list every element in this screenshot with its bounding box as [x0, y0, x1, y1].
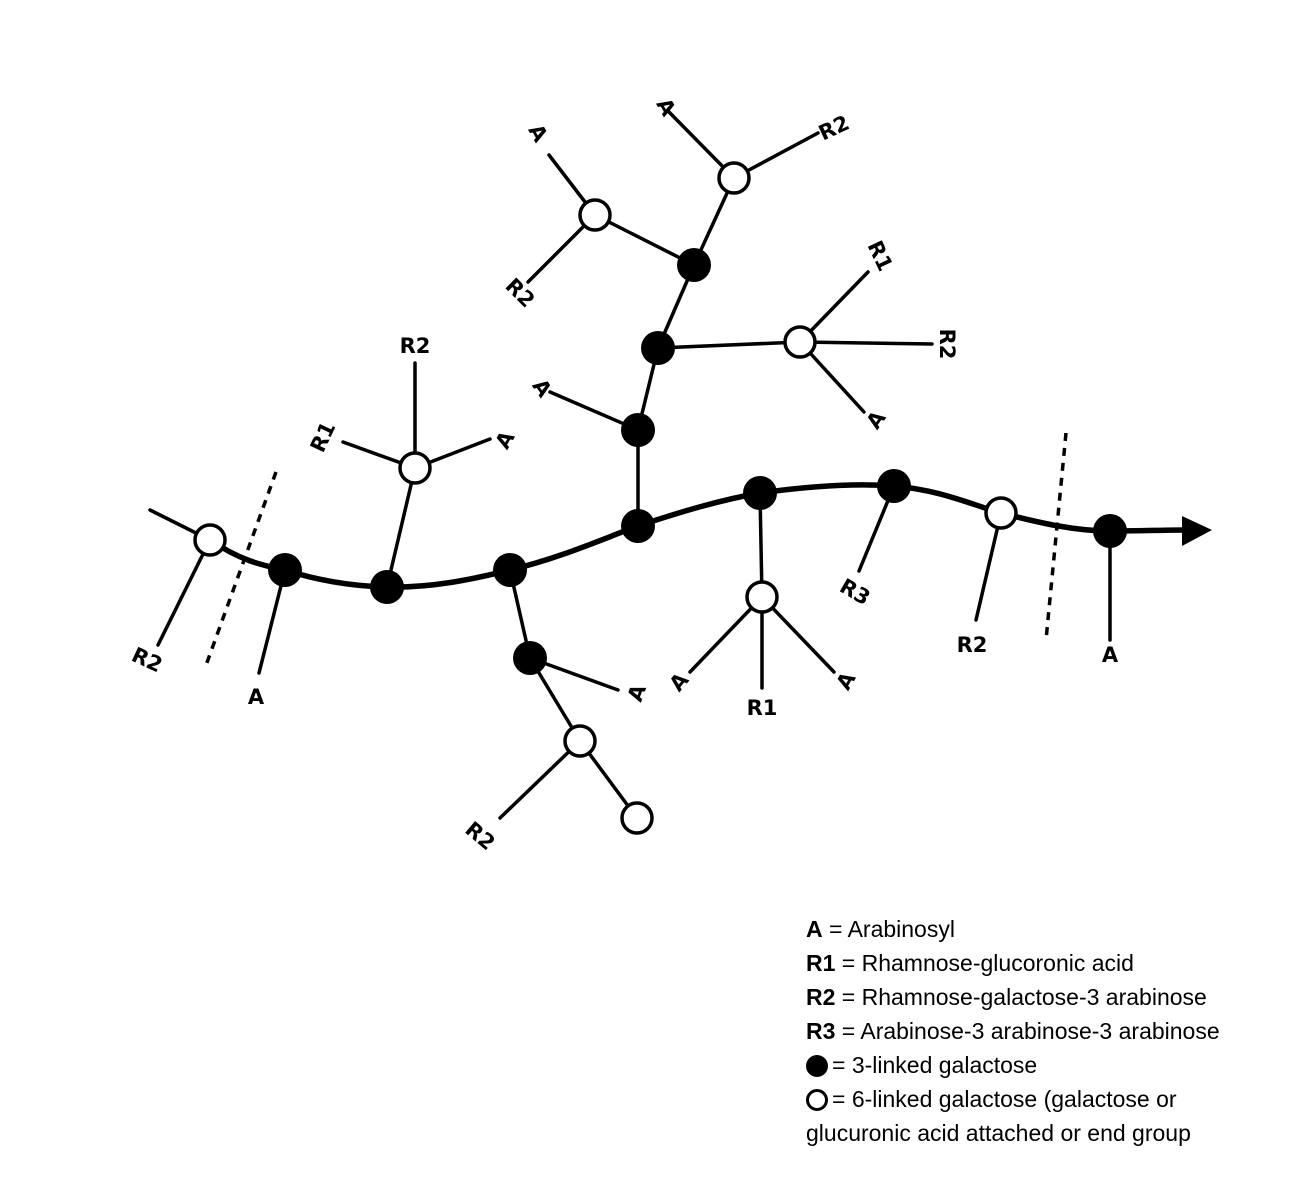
- galactose-3-linked-node: [621, 509, 655, 543]
- residue-label: A: [491, 426, 520, 453]
- galactose-6-linked-node: [578, 198, 612, 232]
- residue-label: R2: [128, 643, 166, 678]
- residue-label: A: [862, 406, 891, 434]
- residue-label: A: [248, 685, 265, 709]
- residue-label: R2: [935, 329, 959, 360]
- legend-row-filled: = 3-linked galactose: [806, 1048, 1286, 1082]
- bond-line: [593, 213, 696, 267]
- residue-label: R1: [863, 237, 898, 275]
- bond-line: [498, 739, 582, 820]
- legend-text: glucuronic acid attached or end group: [806, 1120, 1191, 1146]
- residue-label: R2: [400, 334, 431, 358]
- residue-label: R2: [957, 633, 988, 657]
- galactose-6-linked-node: [984, 496, 1018, 530]
- legend-symbol: R3: [806, 1018, 836, 1044]
- legend-symbol: R1: [806, 950, 836, 976]
- galactose-6-linked-node: [745, 580, 779, 614]
- bond-line: [760, 595, 836, 674]
- bond-line: [385, 466, 417, 589]
- residue-label: R1: [747, 696, 778, 720]
- legend-row-r2: R2 = Rhamnose-galactose-3 arabinose: [806, 980, 1286, 1014]
- legend-row-a: A = Arabinosyl: [806, 912, 1286, 946]
- residue-label: R2: [460, 817, 499, 855]
- open-circle-icon: [806, 1089, 828, 1111]
- galactose-3-linked-node: [268, 553, 302, 587]
- backbone-chain: [208, 482, 1186, 590]
- legend-text: = 3-linked galactose: [832, 1052, 1038, 1078]
- galactose-3-linked-node: [641, 331, 675, 365]
- galactose-3-linked-node: [877, 469, 911, 503]
- bond-line: [758, 491, 764, 599]
- galactose-6-linked-node: [563, 724, 597, 758]
- residue-label: R3: [836, 574, 875, 610]
- legend-symbol: A: [806, 916, 823, 942]
- galactose-6-linked-node: [620, 801, 654, 835]
- residue-label: A: [528, 374, 557, 402]
- residue-label: R2: [501, 274, 540, 313]
- galactose-3-linked-node: [621, 413, 655, 447]
- bond-line: [688, 595, 764, 674]
- residue-label: R1: [306, 418, 341, 456]
- galactose-6-linked-node: [717, 161, 751, 195]
- galactose-6-linked-node: [783, 325, 817, 359]
- galactose-6-linked-node: [193, 523, 227, 557]
- galactose-6-linked-node: [398, 451, 432, 485]
- legend-symbol: R2: [806, 984, 836, 1010]
- legend-row-open: = 6-linked galactose (galactose or: [806, 1082, 1286, 1116]
- galactose-3-linked-node: [513, 641, 547, 675]
- chain-direction-arrow: [1182, 516, 1212, 546]
- legend-row-open-cont: glucuronic acid attached or end group: [806, 1116, 1286, 1150]
- residue-label: R2: [815, 111, 853, 146]
- residue-label: A: [832, 667, 861, 694]
- residue-label: A: [652, 94, 681, 121]
- legend-text: = Arabinose-3 arabinose-3 arabinose: [841, 1018, 1220, 1044]
- galactose-3-linked-node: [1093, 514, 1127, 548]
- galactose-3-linked-node: [743, 476, 777, 510]
- bond-line: [974, 511, 1003, 622]
- residue-label: A: [524, 120, 553, 147]
- residue-label: A: [623, 681, 651, 705]
- legend-text: = Arabinosyl: [829, 916, 955, 942]
- legend-row-r3: R3 = Arabinose-3 arabinose-3 arabinose: [806, 1014, 1286, 1048]
- cleavage-line-right: [1044, 432, 1068, 641]
- legend-text: = Rhamnose-galactose-3 arabinose: [841, 984, 1207, 1010]
- glycosidic-bonds: [148, 110, 1112, 820]
- bond-line: [257, 568, 287, 675]
- galactose-units: [193, 161, 1127, 835]
- legend: A = Arabinosyl R1 = Rhamnose-glucoronic …: [806, 912, 1286, 1150]
- filled-circle-icon: [806, 1055, 828, 1077]
- legend-text: = Rhamnose-glucoronic acid: [841, 950, 1134, 976]
- galactose-3-linked-node: [493, 553, 527, 587]
- galactose-3-linked-node: [370, 570, 404, 604]
- legend-row-r1: R1 = Rhamnose-glucoronic acid: [806, 946, 1286, 980]
- bond-line: [798, 340, 934, 346]
- residue-label: A: [1102, 643, 1119, 667]
- bond-line: [156, 538, 212, 647]
- galactose-3-linked-node: [677, 248, 711, 282]
- bond-line: [656, 340, 802, 350]
- cleavage-line-left: [203, 471, 278, 669]
- legend-text: = 6-linked galactose (galactose or: [832, 1086, 1177, 1112]
